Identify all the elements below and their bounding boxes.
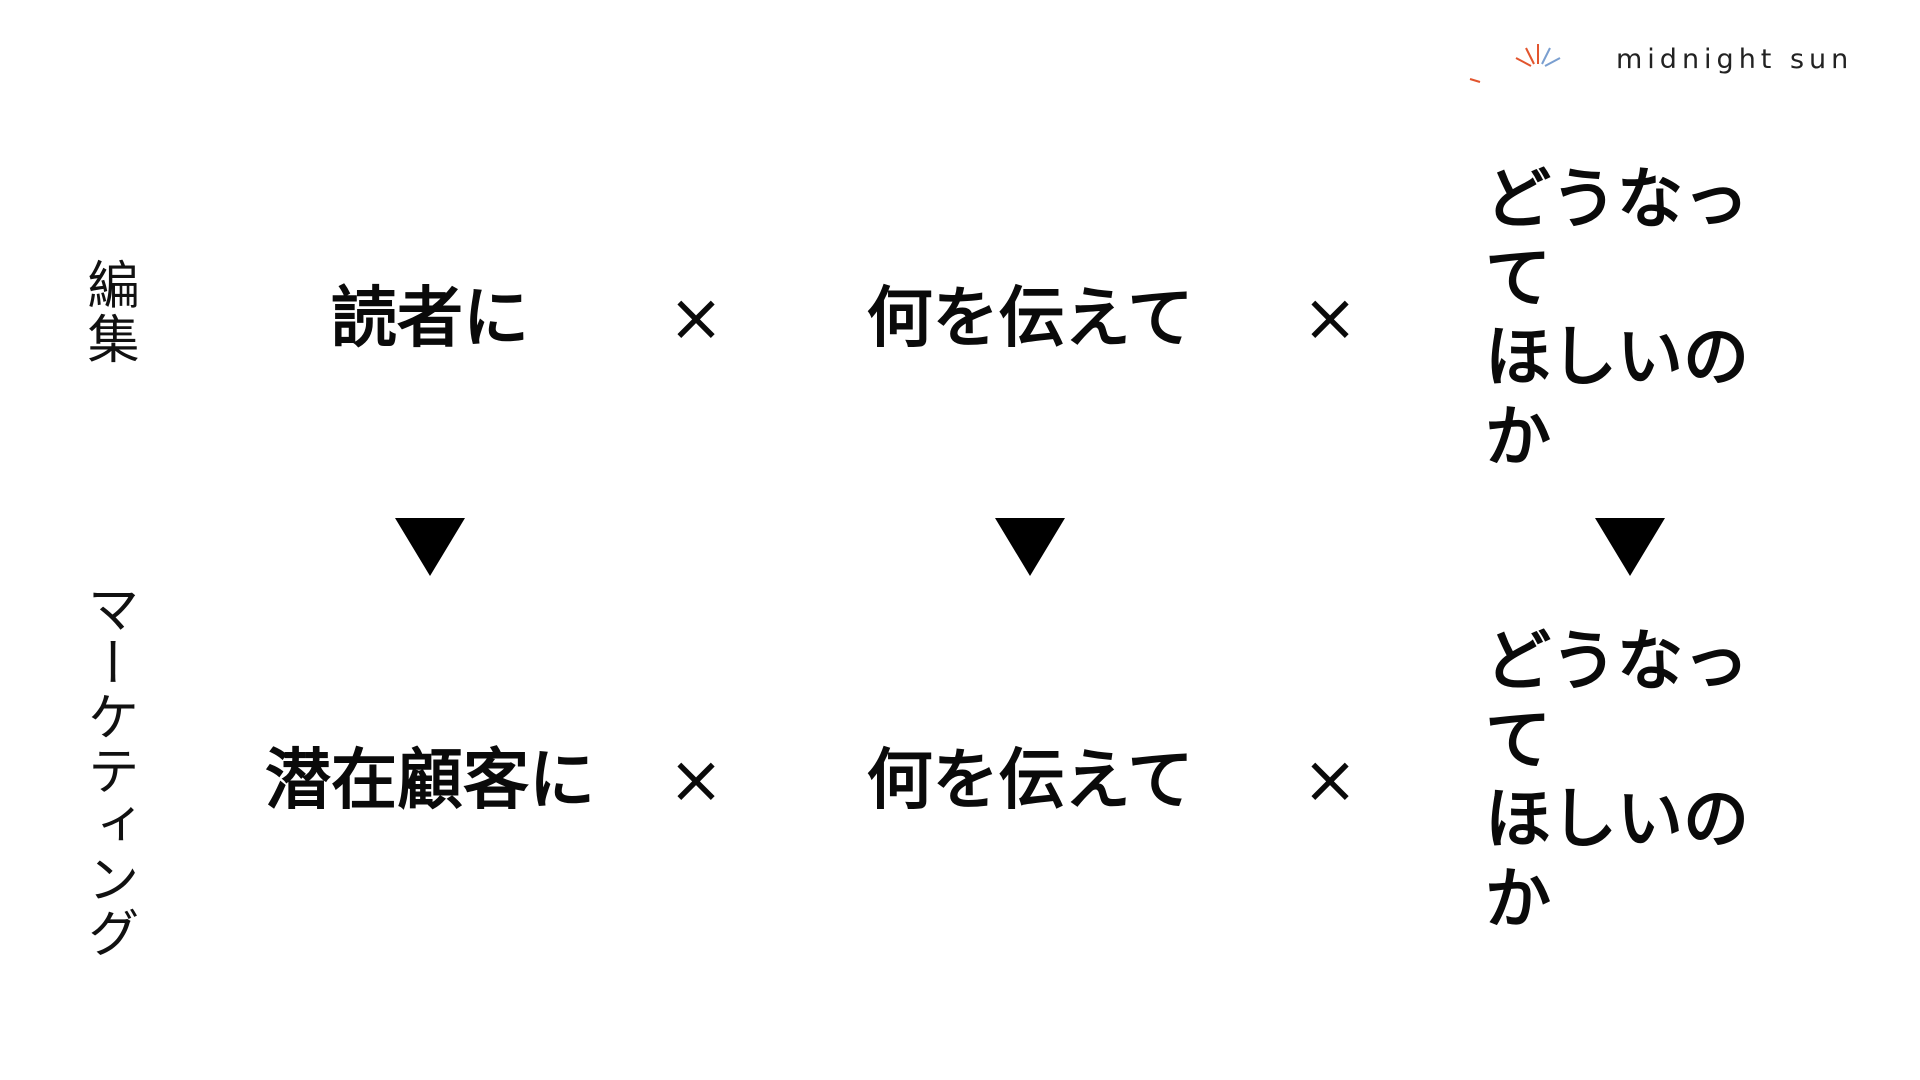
row1-times-1: × (668, 279, 724, 356)
brand-logo: midnight sun (1468, 34, 1868, 94)
sunrise-icon (1469, 44, 1608, 83)
down-arrow-3 (1595, 518, 1665, 576)
row1-what: 何を伝えて (866, 279, 1194, 357)
row1-how: どうなって ほしいのか (1485, 160, 1749, 476)
label-editing: 編集 (78, 258, 138, 366)
down-arrow-1 (395, 518, 465, 576)
row2-who: 潜在顧客に (265, 741, 595, 819)
row2-what: 何を伝えて (866, 741, 1194, 819)
label-marketing: マーケティング (78, 582, 138, 960)
row2-times-1: × (668, 741, 724, 818)
row1-who: 読者に (331, 279, 529, 357)
down-arrow-2 (995, 518, 1065, 576)
row1-times-2: × (1302, 279, 1358, 356)
row2-times-2: × (1302, 741, 1358, 818)
brand-name: midnight sun (1616, 44, 1854, 75)
row2-how: どうなって ほしいのか (1485, 622, 1749, 938)
